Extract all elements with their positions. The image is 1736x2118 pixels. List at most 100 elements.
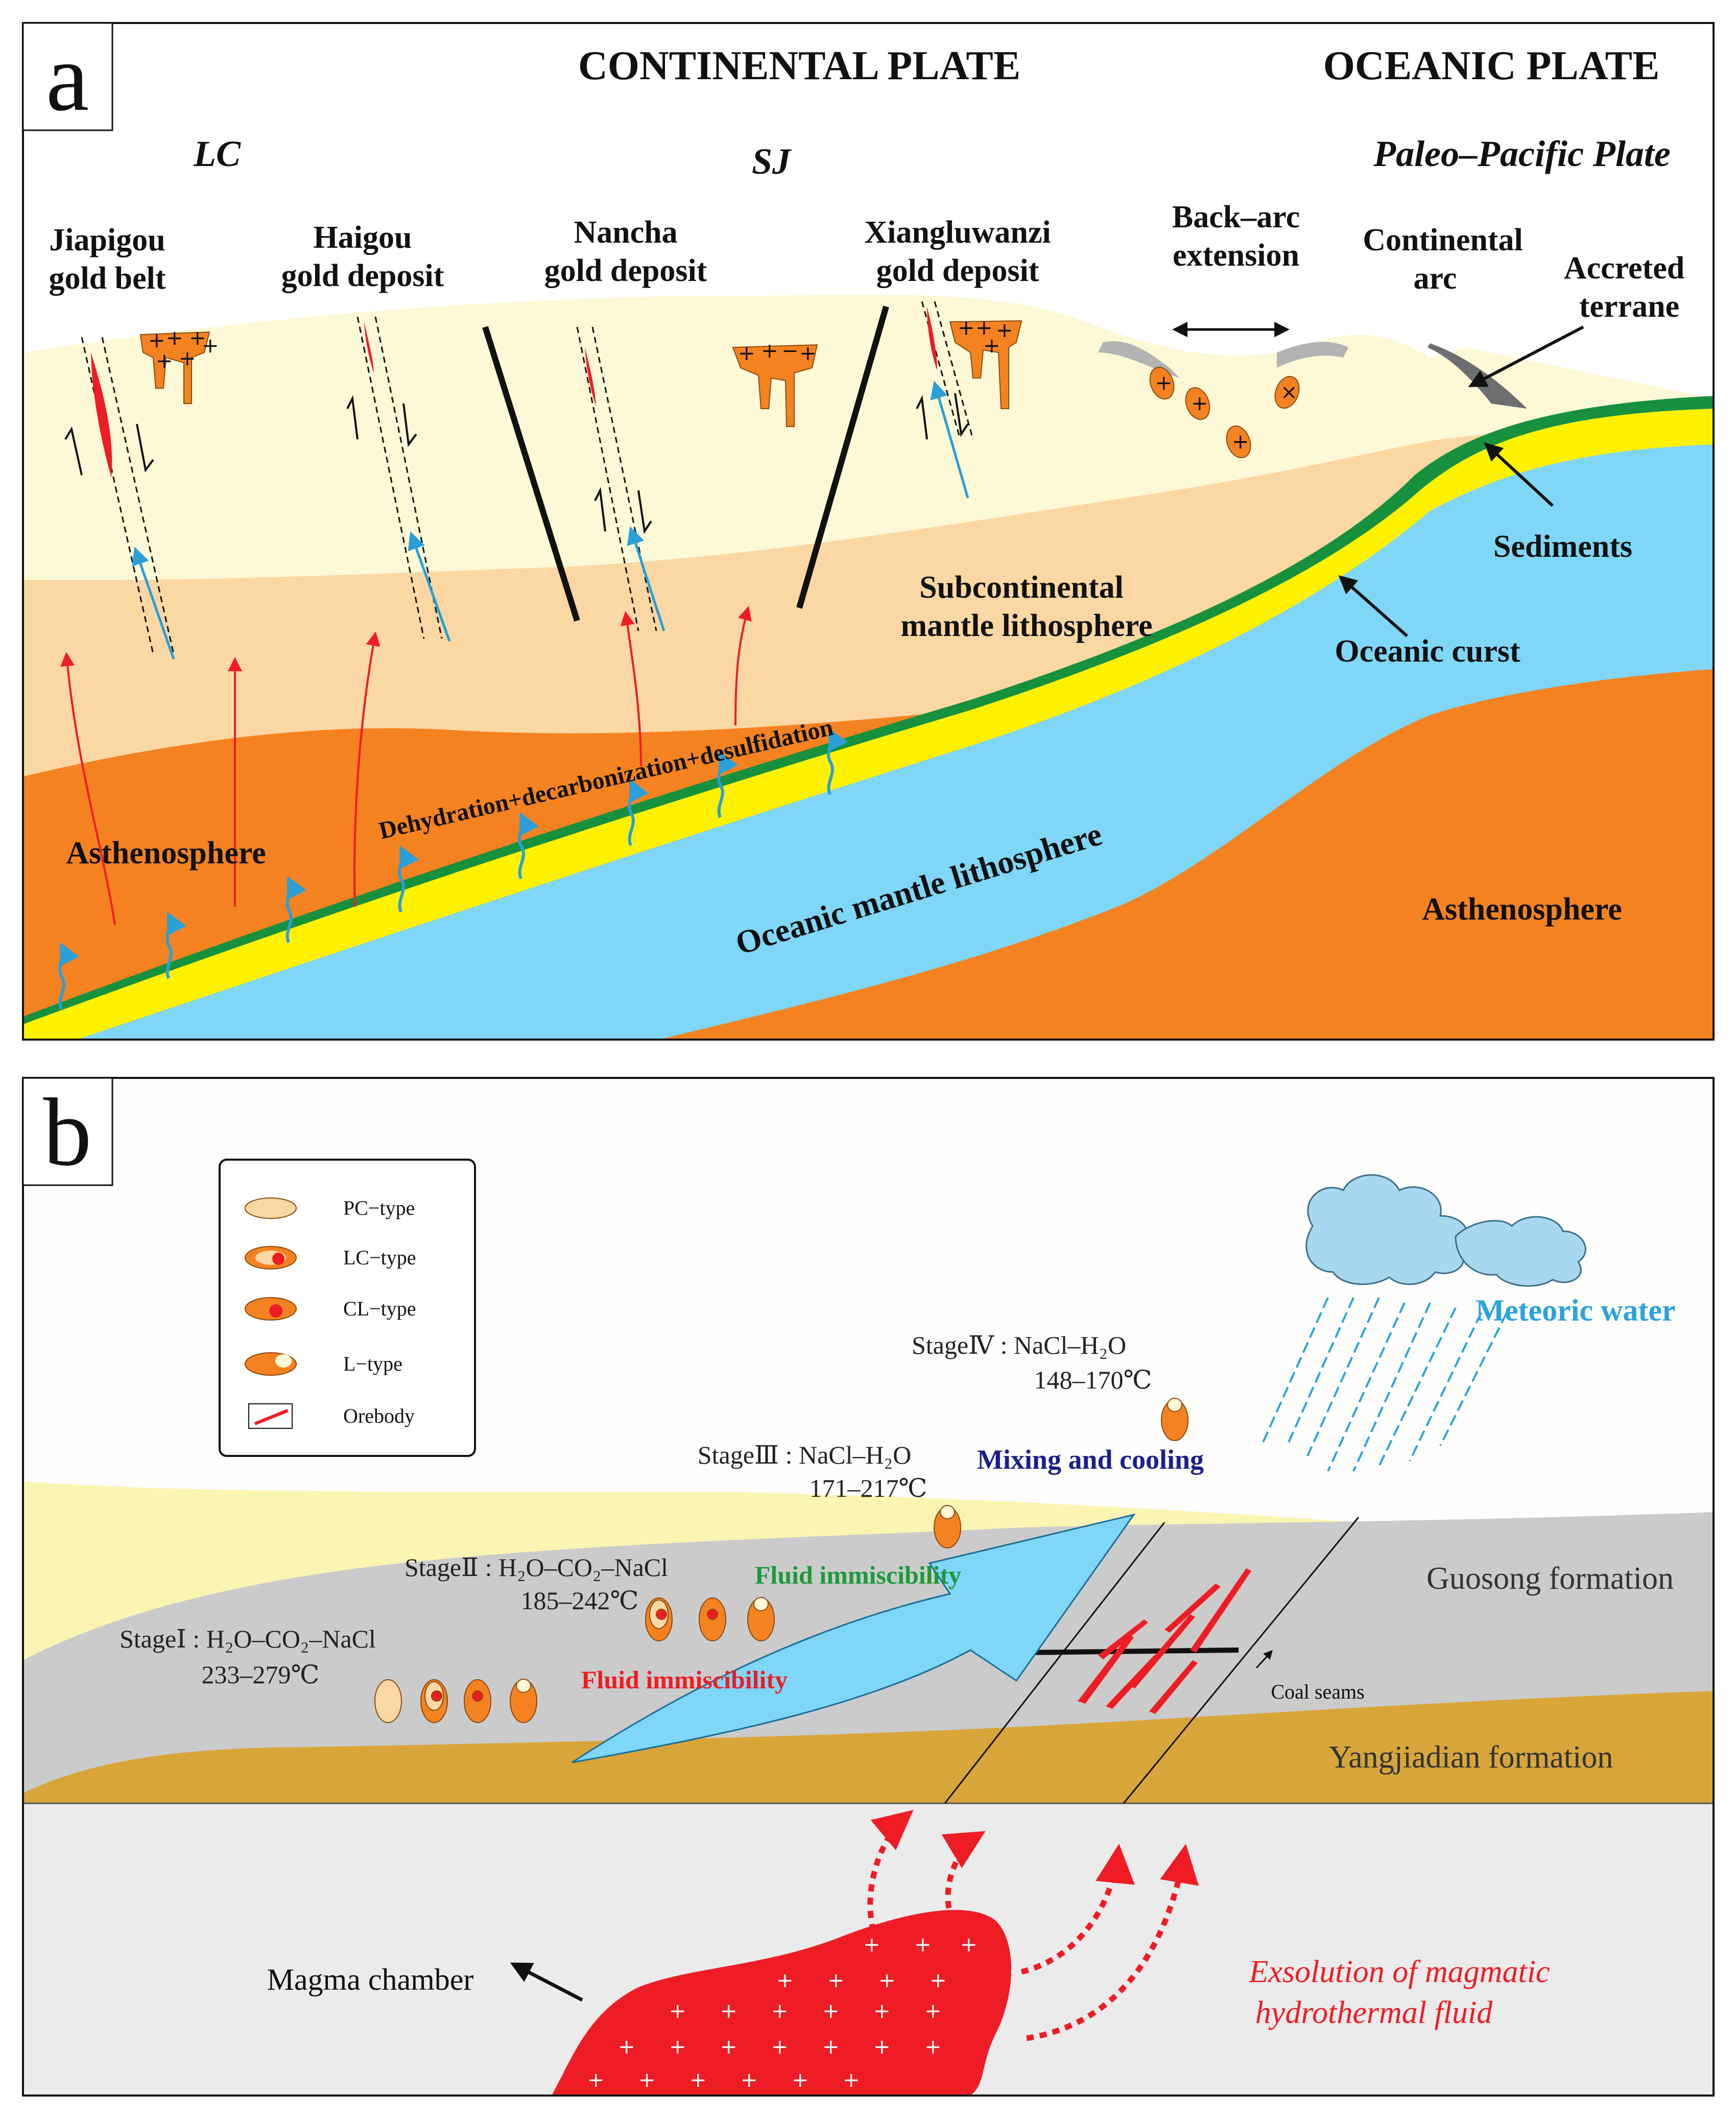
continental-plate-title: CONTINENTAL PLATE xyxy=(578,43,1020,88)
fluid-inclusions xyxy=(374,1398,1188,1723)
lc-label: LC xyxy=(193,133,241,174)
stage3-line2: 171–217℃ xyxy=(810,1474,928,1502)
continental-arc-label-1: Continental xyxy=(1363,223,1523,257)
stage2-line1: StageⅡ : H₂O–CO₂–NaCl xyxy=(405,1553,668,1582)
stage1-line2: 233–279℃ xyxy=(202,1660,320,1689)
svg-text:+: + xyxy=(689,2068,707,2092)
svg-text:+: + xyxy=(1155,371,1173,395)
svg-text:+: + xyxy=(1191,392,1208,415)
legend-cl-type: CL−type xyxy=(343,1297,416,1320)
fluid-migration-arrow xyxy=(572,1513,1136,1763)
asthenosphere-left-label: Asthenosphere xyxy=(66,836,266,870)
asthenosphere-right-label: Asthenosphere xyxy=(1422,892,1622,927)
svg-text:+: + xyxy=(148,329,165,352)
svg-text:+: + xyxy=(202,334,219,358)
stage4-line2: 148–170℃ xyxy=(1034,1366,1152,1394)
exsolution-line1: Exsolution of magmatic xyxy=(1249,1955,1550,1989)
haigou-label-2: gold deposit xyxy=(281,258,444,293)
svg-text:+: + xyxy=(741,2068,758,2092)
svg-text:+: + xyxy=(799,342,817,365)
haigou-label-1: Haigou xyxy=(314,220,412,255)
guosong-label: Guosong formation xyxy=(1426,1561,1674,1596)
subcontinental-label-2: mantle lithosphere xyxy=(900,608,1152,643)
legend-orebody: Orebody xyxy=(343,1404,415,1427)
plutons xyxy=(139,320,1300,458)
svg-text:+: + xyxy=(156,349,173,373)
svg-text:×: × xyxy=(1280,381,1298,404)
legend-l-type: L−type xyxy=(343,1352,402,1375)
back-arc-label-2: extension xyxy=(1173,238,1299,273)
exsolution-line2: hydrothermal fluid xyxy=(1255,1995,1493,2030)
sediment-band xyxy=(23,409,1714,1040)
panel-a-letter: a xyxy=(46,24,89,131)
panel-a: ++++ ++ ++−+ ++++ +++× CONTINENTAL PLATE… xyxy=(23,23,1714,1040)
svg-text:+: + xyxy=(827,1969,845,1992)
magma-chamber-label: Magma chamber xyxy=(267,1963,474,1996)
yangjiadian-layer xyxy=(23,1691,1714,1803)
legend-pc-type: PC−type xyxy=(343,1196,415,1219)
fluid-immiscibility-red: Fluid immiscibility xyxy=(581,1665,788,1694)
legend-lc-type: LC−type xyxy=(343,1246,416,1269)
panel-b-letter: b xyxy=(43,1079,92,1186)
xiangluwanzi-label-1: Xiangluwanzi xyxy=(864,215,1051,250)
svg-text:+: + xyxy=(996,319,1013,342)
oceanic-crust-label: Oceanic curst xyxy=(1335,634,1520,669)
svg-text:+: + xyxy=(873,2035,891,2059)
sj-label: SJ xyxy=(752,141,792,182)
svg-text:+: + xyxy=(878,1969,896,1992)
dehydration-arrows xyxy=(58,727,848,1010)
back-arc-label-1: Back–arc xyxy=(1172,200,1300,234)
svg-text:+: + xyxy=(792,2068,809,2092)
stage1-line1: StageⅠ : H₂O–CO₂–NaCl xyxy=(120,1625,376,1653)
svg-text:+: + xyxy=(179,347,196,370)
svg-text:+: + xyxy=(771,1999,789,2023)
legend: PC−type LC−type CL−type L−type Orebody xyxy=(219,1159,476,1457)
stage3-line1: StageⅢ : NaCl–H₂O xyxy=(698,1441,911,1469)
svg-text:+: + xyxy=(587,2068,605,2092)
oceanic-mantle-layer xyxy=(23,686,1714,1040)
svg-text:+: + xyxy=(720,1999,738,2023)
nancha-label-2: gold deposit xyxy=(544,253,707,288)
jiapigou-label-2: gold belt xyxy=(49,261,165,296)
svg-text:+: + xyxy=(822,2035,840,2059)
rain xyxy=(1261,1297,1508,1472)
svg-text:+: + xyxy=(958,316,975,340)
nancha-label-1: Nancha xyxy=(574,215,677,250)
accreted-terrane-label-2: terrane xyxy=(1579,289,1679,324)
svg-text:+: + xyxy=(924,1999,942,2023)
svg-text:+: + xyxy=(771,2035,789,2059)
accreted-terrane-label-1: Accreted xyxy=(1564,251,1684,286)
xiangluwanzi-label-2: gold deposit xyxy=(876,253,1039,288)
magma-chamber xyxy=(552,1910,1011,2096)
svg-text:+: + xyxy=(669,2035,686,2059)
svg-text:+: + xyxy=(863,1933,881,1957)
svg-text:+: + xyxy=(983,334,1001,358)
svg-text:+: + xyxy=(618,2035,635,2059)
coal-seams-label: Coal seams xyxy=(1271,1680,1364,1703)
svg-text:+: + xyxy=(738,342,755,365)
oceanic-plate-title: OCEANIC PLATE xyxy=(1323,43,1660,88)
stage4-line1: StageⅣ : NaCl–H₂O xyxy=(912,1331,1126,1359)
svg-text:+: + xyxy=(930,1969,947,1992)
svg-text:+: + xyxy=(776,1969,794,1992)
continental-arc-label-2: arc xyxy=(1414,261,1457,296)
svg-text:+: + xyxy=(924,2035,942,2059)
svg-text:+: + xyxy=(638,2068,656,2092)
paleo-pacific-label: Paleo–Pacific Plate xyxy=(1373,133,1671,174)
svg-text:+: + xyxy=(761,339,778,363)
mixing-cooling-label: Mixing and cooling xyxy=(977,1444,1204,1475)
svg-text:+: + xyxy=(822,1999,840,2023)
orebodies xyxy=(1078,1568,1251,1714)
svg-text:+: + xyxy=(166,326,183,350)
jiapigou-label-1: Jiapigou xyxy=(49,223,165,257)
svg-text:+: + xyxy=(976,316,993,340)
svg-text:+: + xyxy=(914,1933,932,1957)
svg-text:−: − xyxy=(781,339,799,363)
svg-text:+: + xyxy=(189,326,206,350)
yangjiadian-label: Yangjiadian formation xyxy=(1329,1740,1613,1775)
subcontinental-label-1: Subcontinental xyxy=(919,570,1124,605)
fluid-immiscibility-green: Fluid immiscibility xyxy=(755,1561,961,1589)
svg-text:+: + xyxy=(1232,430,1249,454)
svg-text:+: + xyxy=(960,1933,978,1957)
